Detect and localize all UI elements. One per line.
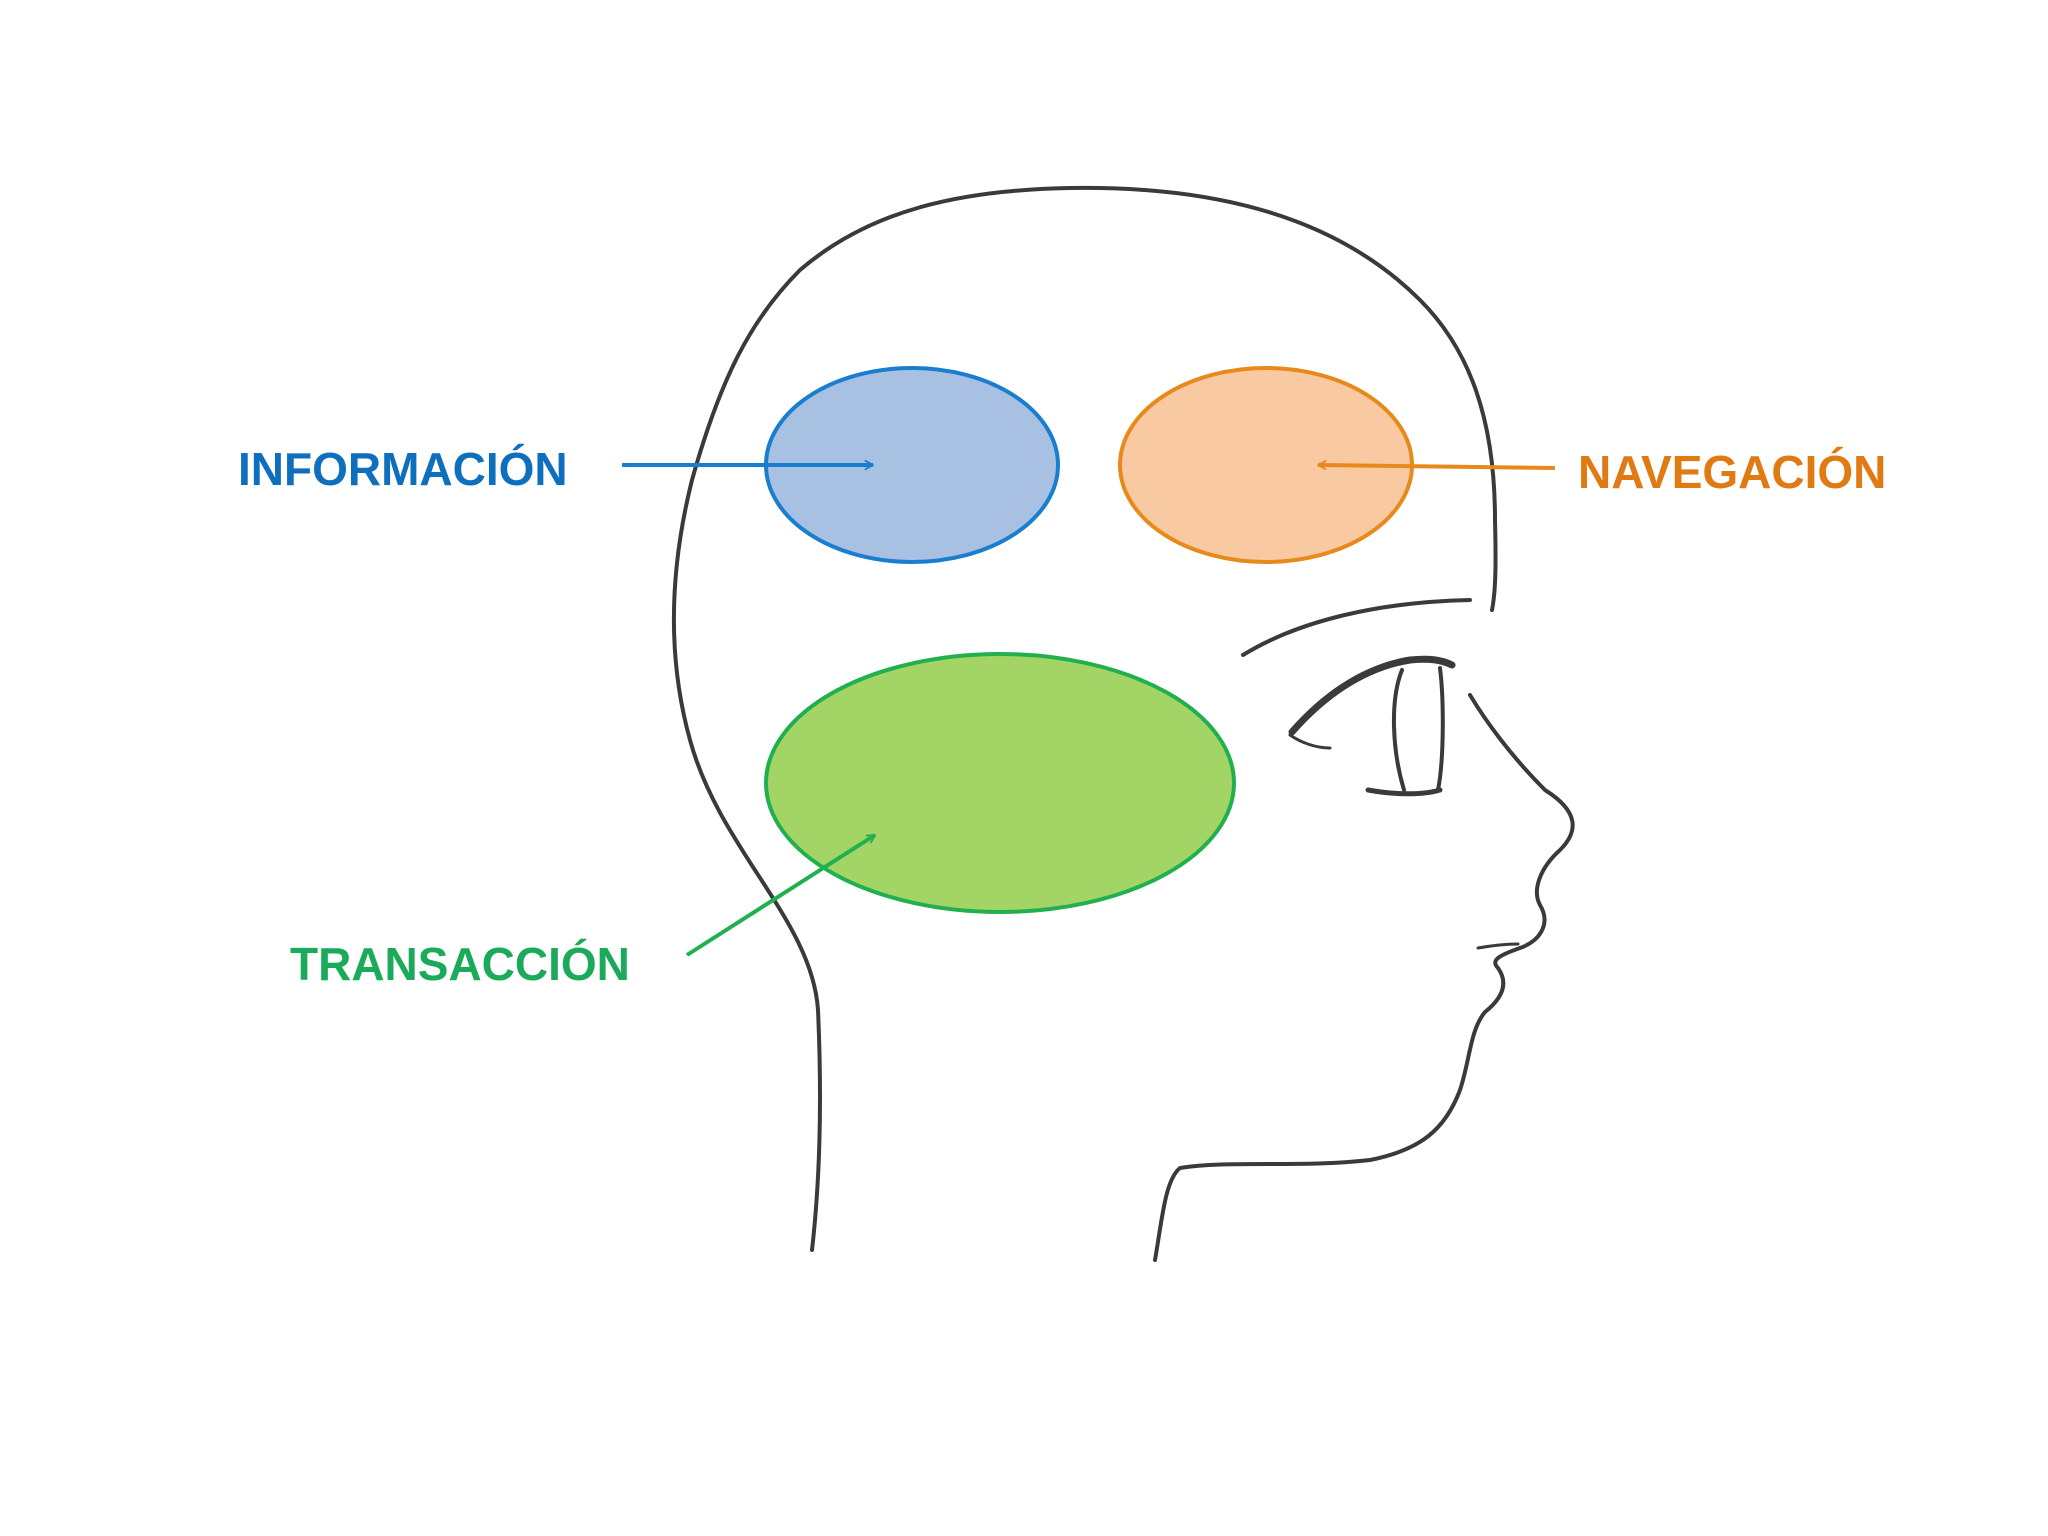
lip-line (1476, 942, 1520, 950)
transaccion-region (764, 652, 1236, 914)
navegacion-arrow (1318, 465, 1556, 468)
informacion-label: INFORMACIÓN (238, 443, 568, 495)
transaccion-arrow (685, 833, 877, 957)
head-profile-sketch (671, 185, 1575, 1262)
brow-line (1241, 598, 1472, 657)
navegacion-label: NAVEGACIÓN (1578, 446, 1886, 498)
eye-upper-lid (1288, 655, 1456, 736)
skull-outline (671, 185, 1498, 1252)
eye-lash (1288, 733, 1332, 750)
eye-shape (1392, 666, 1445, 792)
face-profile (1153, 693, 1575, 1262)
transaccion-label: TRANSACCIÓN (290, 938, 630, 990)
eye-lower-lid (1365, 787, 1443, 797)
